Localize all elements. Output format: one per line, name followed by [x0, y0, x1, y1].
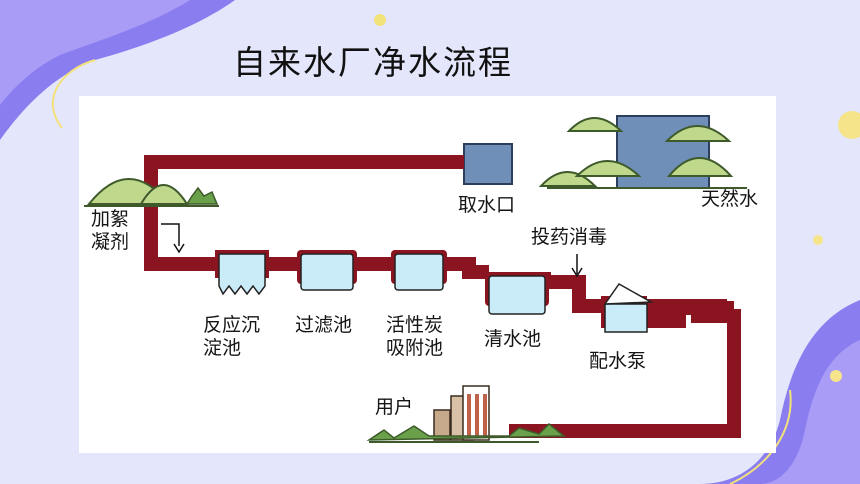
tree-icon	[664, 125, 732, 142]
intake-icon	[463, 143, 513, 185]
top-left-blob-inner	[0, 0, 190, 105]
buildings-icon	[366, 385, 567, 443]
tank-icon	[300, 253, 354, 291]
tank-carbon	[391, 250, 447, 291]
window-stripe	[483, 394, 487, 436]
pump-roof	[603, 283, 654, 305]
window-stripe	[467, 394, 471, 436]
label-disinfect: 投药消毒	[531, 226, 608, 248]
label-clear-water: 清水池	[484, 328, 542, 350]
dot-yellow-bottom	[830, 370, 842, 382]
bush-icon	[185, 186, 219, 205]
label-natural-water: 天然水	[701, 188, 759, 210]
pipe	[144, 155, 741, 438]
top-left-curve	[51, 59, 96, 129]
page-title: 自来水厂净水流程	[233, 43, 513, 82]
dot-yellow-small	[813, 235, 823, 245]
tank-icon	[394, 253, 444, 291]
label-coagulant: 加絮 凝剂	[91, 208, 130, 253]
pump-icon	[601, 283, 654, 333]
pipe-segment	[269, 257, 489, 279]
dot-yellow-top	[374, 14, 386, 26]
label-intake: 取水口	[458, 194, 516, 216]
tree-icon	[574, 160, 642, 177]
tank-clear-water	[485, 272, 549, 315]
label-users: 用户	[375, 396, 414, 418]
tree-icon	[666, 157, 734, 177]
building	[433, 409, 451, 441]
label-filter: 过滤池	[295, 314, 353, 336]
window-stripe	[475, 394, 479, 436]
dot-yellow-right	[838, 111, 860, 139]
bush-icon	[366, 422, 567, 441]
tank-icon	[218, 253, 266, 296]
pipe-segment	[144, 155, 464, 271]
bottom-right-curve	[729, 389, 792, 484]
arrow-head-icon	[173, 243, 185, 254]
tank-filter	[297, 250, 357, 291]
flow-diagram	[84, 115, 747, 443]
tank-icon	[488, 275, 546, 315]
arrow-head-icon	[571, 267, 583, 278]
pipe-segment	[509, 309, 741, 438]
pipe-segment	[537, 272, 604, 313]
tank-sedimentation	[215, 250, 269, 296]
label-sedimentation: 反应沉 淀池	[203, 314, 261, 359]
label-pump: 配水泵	[589, 350, 647, 372]
tree-icon	[538, 171, 598, 187]
arrow-icon	[161, 223, 180, 246]
label-carbon: 活性炭 吸附池	[386, 314, 444, 359]
diagram-panel: 加絮 凝剂 取水口 天然水 投药消毒 反应沉 淀池 过滤池 活性炭 吸附池 清水…	[79, 96, 776, 453]
pump-body	[604, 303, 648, 333]
tree-icon	[566, 117, 624, 132]
